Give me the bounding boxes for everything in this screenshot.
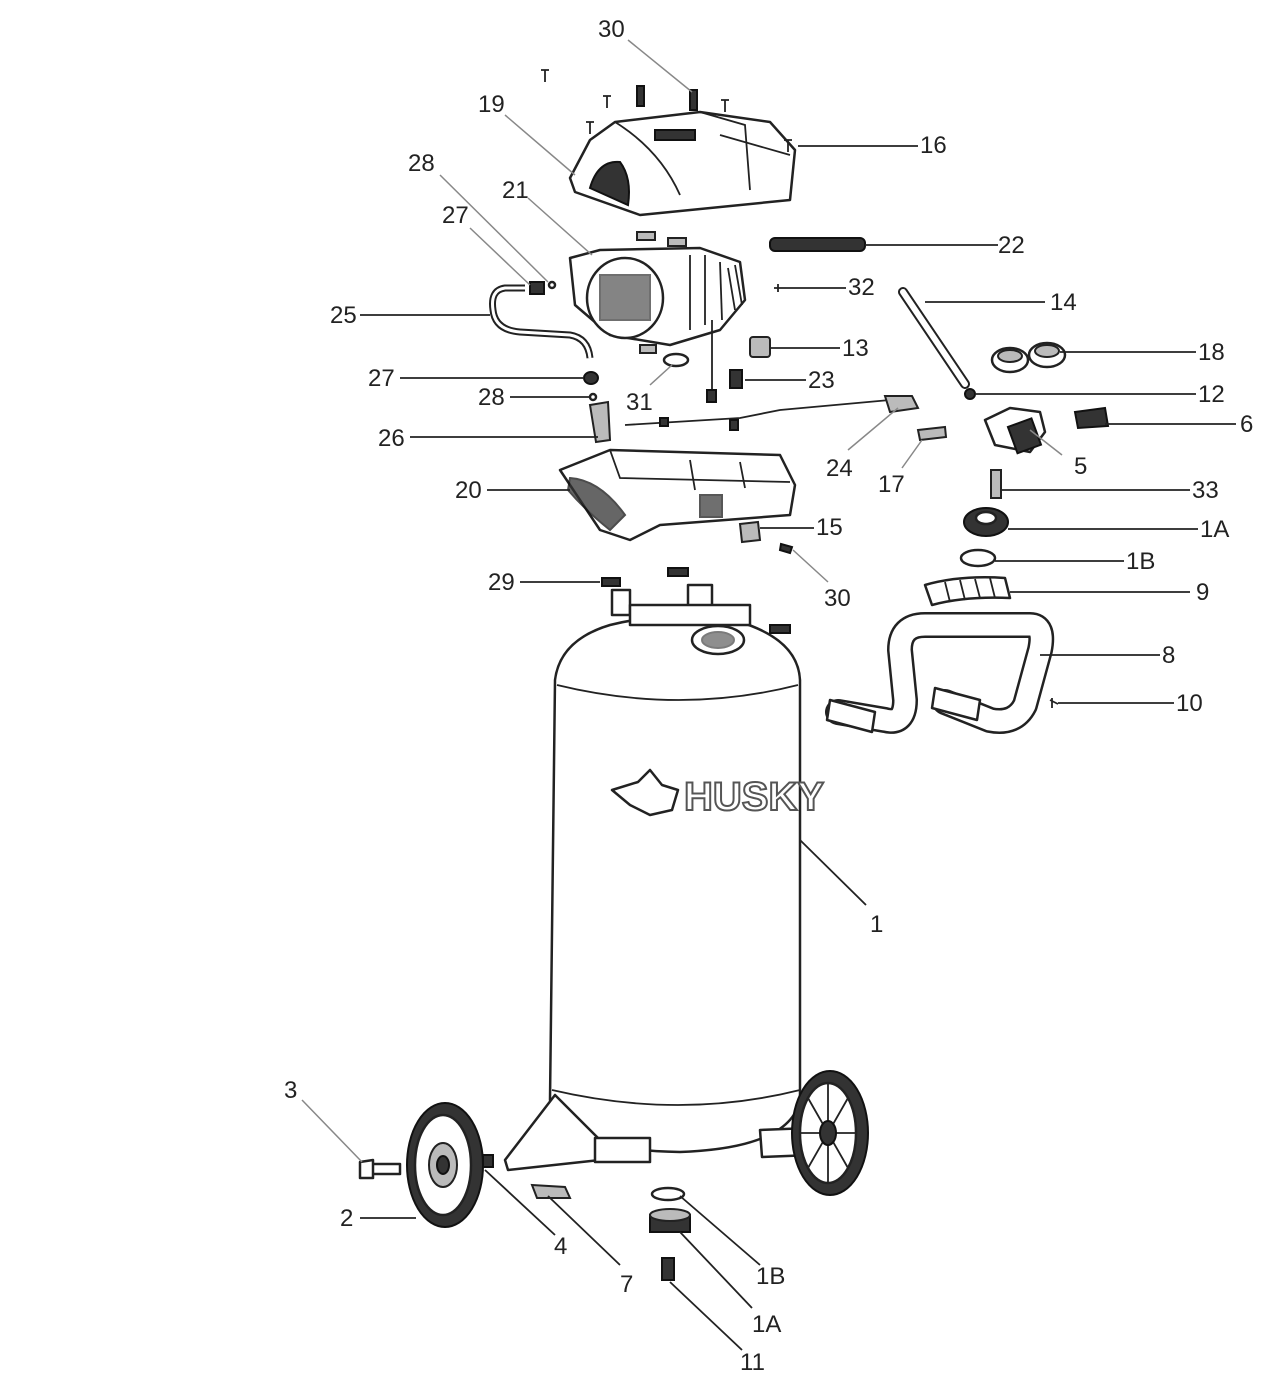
callout-20: 20: [455, 477, 482, 504]
callout-27-bottom: 27: [368, 365, 395, 392]
part-base-20: [558, 448, 797, 542]
part-motor-pump: [568, 231, 747, 403]
callout-31: 31: [626, 389, 653, 416]
part-axle-bolt-3: [358, 1158, 402, 1180]
brand-logo-text: HUSKY: [684, 775, 824, 819]
callout-28-top: 28: [408, 150, 435, 177]
part-tank-1: HUSKY: [503, 567, 825, 1172]
part-gasket-31: [662, 352, 690, 368]
part-fitting-17: [916, 425, 948, 442]
part-drain-valve-11: [661, 1257, 675, 1281]
part-fitting-27a: [529, 281, 545, 295]
callout-18: 18: [1198, 339, 1225, 366]
part-wheel-left-2: [406, 1102, 494, 1228]
part-connector-23: [729, 369, 743, 389]
callout-29: 29: [488, 569, 515, 596]
part-grip-9: [923, 576, 1012, 607]
callout-8: 8: [1162, 642, 1175, 669]
part-ring-28b: [588, 392, 598, 402]
callout-32: 32: [848, 274, 875, 301]
part-nut-12: [964, 388, 976, 400]
callout-3: 3: [284, 1077, 297, 1104]
callout-33: 33: [1192, 477, 1219, 504]
part-plug-1A-top: [963, 507, 1009, 537]
part-gauges-18: [990, 341, 1067, 374]
callout-21: 21: [502, 177, 529, 204]
callout-1A-top: 1A: [1200, 516, 1229, 543]
callout-13: 13: [842, 335, 869, 362]
shroud-screws: [541, 69, 792, 152]
callout-22: 22: [998, 232, 1025, 259]
callout-7: 7: [620, 1271, 633, 1298]
part-switch-13: [749, 336, 771, 358]
callout-28-bottom: 28: [478, 384, 505, 411]
callout-1: 1: [870, 911, 883, 938]
callout-11: 11: [740, 1349, 765, 1373]
part-manifold-5: [983, 406, 1047, 455]
part-oring-1B-top: [959, 548, 997, 568]
part-bracket-15: [738, 520, 762, 544]
part-outlet-tube-inner: [491, 286, 592, 359]
callout-5: 5: [1074, 453, 1087, 480]
callout-30-top: 30: [598, 16, 625, 43]
callout-14: 14: [1050, 289, 1077, 316]
callout-10: 10: [1176, 690, 1203, 717]
part-drain-33: [990, 469, 1002, 499]
callout-12: 12: [1198, 381, 1225, 408]
callout-25: 25: [330, 302, 357, 329]
part-handle-8: [825, 612, 1055, 734]
part-screw-10: [1049, 698, 1059, 708]
callout-1A-bottom: 1A: [752, 1311, 781, 1338]
part-ring-28a: [547, 280, 557, 290]
callout-16: 16: [920, 132, 947, 159]
callout-17: 17: [878, 471, 905, 498]
callout-24: 24: [826, 455, 853, 482]
part-coupler-6: [1073, 406, 1110, 430]
part-oring-1B-bottom: [650, 1186, 686, 1202]
part-plug-1A-bottom: [649, 1208, 691, 1233]
callout-4: 4: [554, 1233, 567, 1260]
callout-19: 19: [478, 91, 505, 118]
leader-lines: [301, 39, 1236, 1351]
callout-30-bottom: 30: [824, 585, 851, 612]
callout-9: 9: [1196, 579, 1209, 606]
part-wheel-right: [791, 1070, 869, 1196]
part-nut-27b: [583, 371, 599, 385]
callout-labels: 30 19 16 28 21 27 22 32 25 14 13 18 27 2…: [284, 16, 1253, 1373]
callout-26: 26: [378, 425, 405, 452]
part-heat-bar: [769, 237, 866, 252]
part-small-screw-32: [774, 284, 786, 292]
part-foot-7: [530, 1183, 572, 1199]
callout-1B-top: 1B: [1126, 548, 1155, 575]
callout-2: 2: [340, 1205, 353, 1232]
part-valve-26: [588, 400, 612, 444]
part-screw-30b: [778, 542, 794, 555]
callout-6: 6: [1240, 411, 1253, 438]
callout-23: 23: [808, 367, 835, 394]
callout-1B-bottom: 1B: [756, 1263, 785, 1290]
part-cord-24: [624, 395, 920, 431]
callout-27-top: 27: [442, 202, 469, 229]
part-shroud: [568, 110, 797, 217]
callout-15: 15: [816, 514, 843, 541]
